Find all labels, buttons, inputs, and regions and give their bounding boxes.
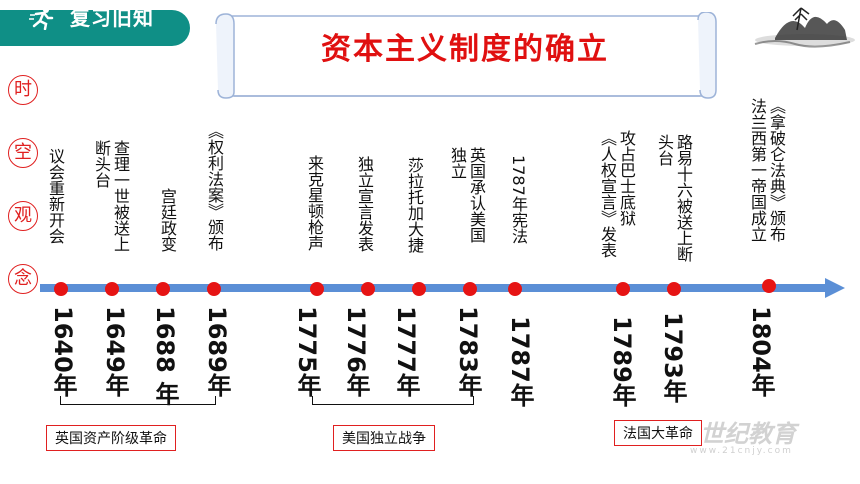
year-label: 1776年 (342, 306, 370, 397)
year-label: 1793年 (659, 312, 687, 403)
runner-icon (28, 6, 56, 31)
timeline-dot (156, 282, 170, 296)
year-label: 1640年 (49, 306, 77, 397)
year-label: 1787年 (506, 316, 534, 407)
watermark-url: www.21cnjy.com (690, 446, 793, 456)
timeline-dot (508, 282, 522, 296)
event-label: 宫廷政变 (158, 188, 177, 252)
timeline-dot (54, 282, 68, 296)
event-label: 《拿破仑法典》颁布 法兰西第一帝国成立 (748, 98, 786, 242)
event-label: 英国承认美国 独立 (448, 147, 486, 243)
year-label: 1789年 (608, 316, 636, 407)
group-label: 美国独立战争 (333, 425, 435, 451)
event-label: 议会重新开会 (46, 148, 65, 244)
timeline-dot (412, 282, 426, 296)
event-label: 查理一世被送上 断头台 (92, 140, 130, 252)
timeline-dot (667, 282, 681, 296)
badge-label: 复习旧知 (70, 6, 154, 30)
year-label: 1783年 (454, 306, 482, 397)
timeline-dot (105, 282, 119, 296)
event-label: 1787年宪法 (509, 155, 528, 244)
timeline-dot (207, 282, 221, 296)
event-label: 独立宣言发表 (355, 156, 374, 252)
timeline-dot (361, 282, 375, 296)
year-label: 1689年 (203, 306, 231, 397)
section-badge (0, 10, 190, 46)
event-label: 路易十六被送上断 头台 (655, 134, 693, 262)
group-bracket (312, 396, 474, 405)
year-label: 1777年 (392, 306, 420, 397)
watermark: 世纪教育 (700, 420, 796, 448)
scroll-banner (215, 12, 717, 99)
group-label: 英国资产阶级革命 (46, 425, 176, 451)
timeline-dot (310, 282, 324, 296)
side-label-1: 时 (8, 75, 38, 105)
event-label: 莎拉托加大捷 (405, 157, 424, 253)
timeline-dot (762, 279, 776, 293)
event-label: 《权利法案》颁布 (205, 123, 224, 251)
timeline-dot (463, 282, 477, 296)
group-label: 法国大革命 (614, 420, 702, 446)
year-label: 1804年 (747, 306, 775, 397)
side-label-3: 观 (8, 201, 38, 231)
ink-painting-decoration (754, 7, 855, 48)
event-label: 来克星顿枪声 (305, 155, 324, 251)
side-label-2: 空 (8, 138, 38, 168)
year-label: 1688 年 (151, 306, 179, 406)
timeline-arrow (40, 278, 845, 298)
side-label-4: 念 (8, 264, 38, 294)
page-title: 资本主义制度的确立 (321, 32, 609, 67)
timeline-dot (616, 282, 630, 296)
group-bracket (60, 396, 216, 405)
year-label: 1775年 (293, 306, 321, 397)
year-label: 1649年 (101, 306, 129, 397)
event-label: 攻占巴士底狱 《人权宣言》发表 (598, 130, 636, 258)
